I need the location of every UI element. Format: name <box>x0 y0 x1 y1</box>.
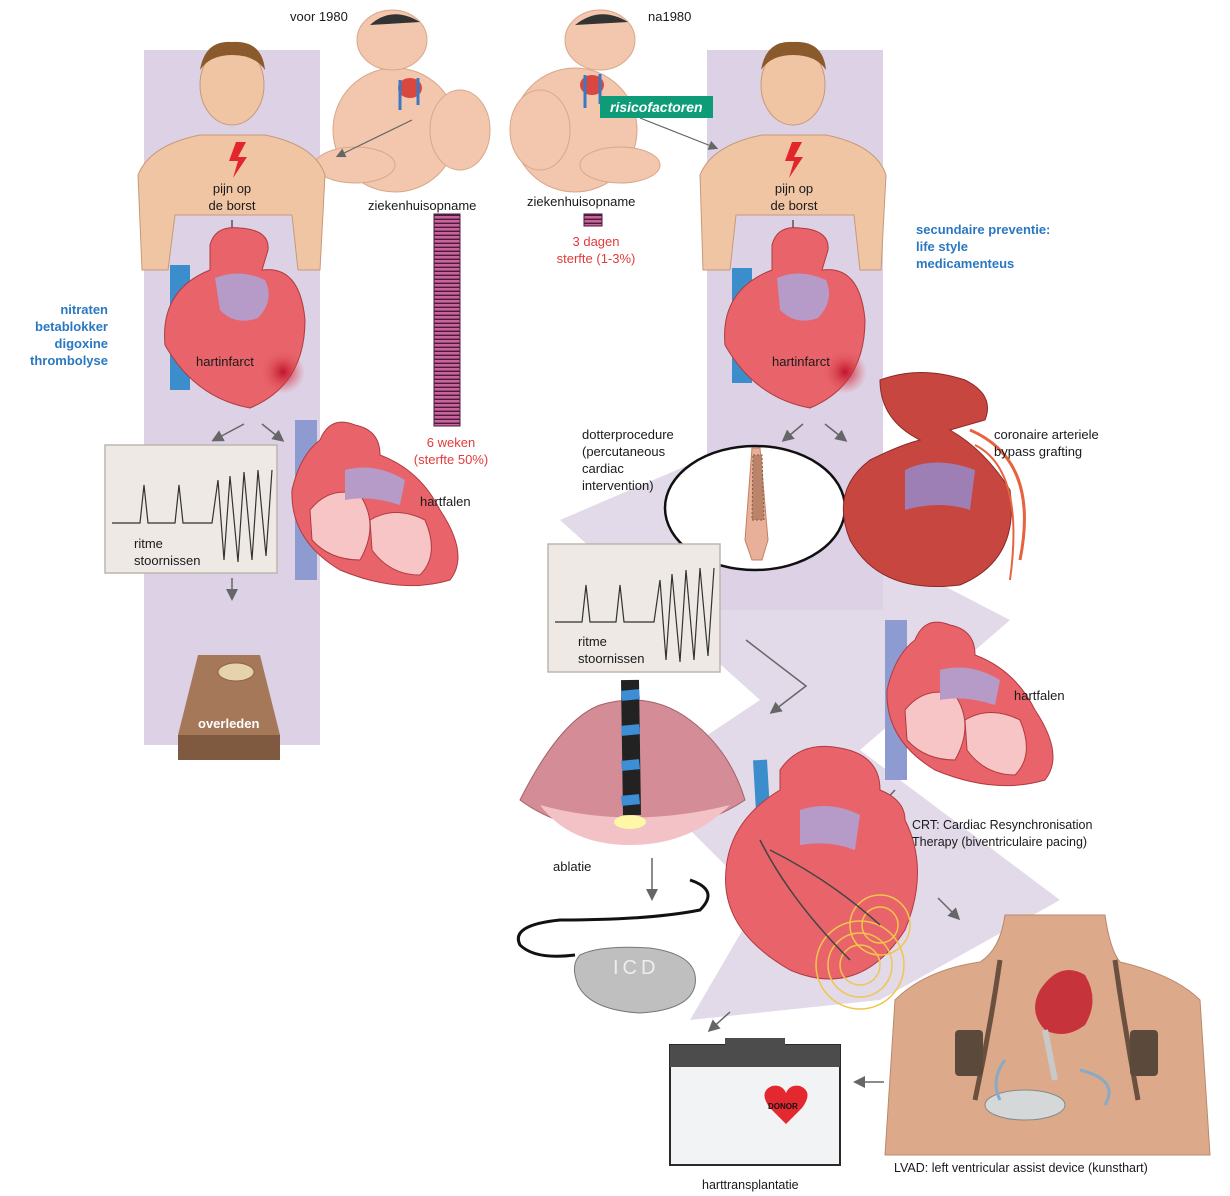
admission-label-before: ziekenhuisopname <box>368 197 476 214</box>
death-label: overleden <box>198 715 259 732</box>
donor-label: DONOR <box>768 1098 798 1115</box>
heart-failure-label-left: hartfalen <box>420 493 471 510</box>
era-after-label: na1980 <box>648 8 691 25</box>
transplant-label: harttransplantatie <box>702 1177 799 1194</box>
donor-cooler <box>670 1038 840 1165</box>
ablation-label: ablatie <box>553 858 591 875</box>
admission-bar-long <box>434 214 460 426</box>
era-before-label: voor 1980 <box>290 8 348 25</box>
admission-label-after: ziekenhuisopname <box>527 193 635 210</box>
lvad-label: LVAD: left ventricular assist device (ku… <box>894 1160 1148 1177</box>
baby-before-1980 <box>315 10 490 192</box>
risk-factors-tag: risicofactoren <box>600 96 713 118</box>
admission-bar-short <box>584 214 602 226</box>
heart-failure-label-right: hartfalen <box>1014 687 1065 704</box>
infarct-label-left: hartinfarct <box>196 353 254 370</box>
infarct-label-right: hartinfarct <box>772 353 830 370</box>
ablation-tissue <box>520 680 745 845</box>
admission-before-duration: 6 weken(sterfte 50%) <box>400 434 502 468</box>
icd-device <box>518 880 708 1013</box>
icd-label: ICD <box>613 960 659 977</box>
